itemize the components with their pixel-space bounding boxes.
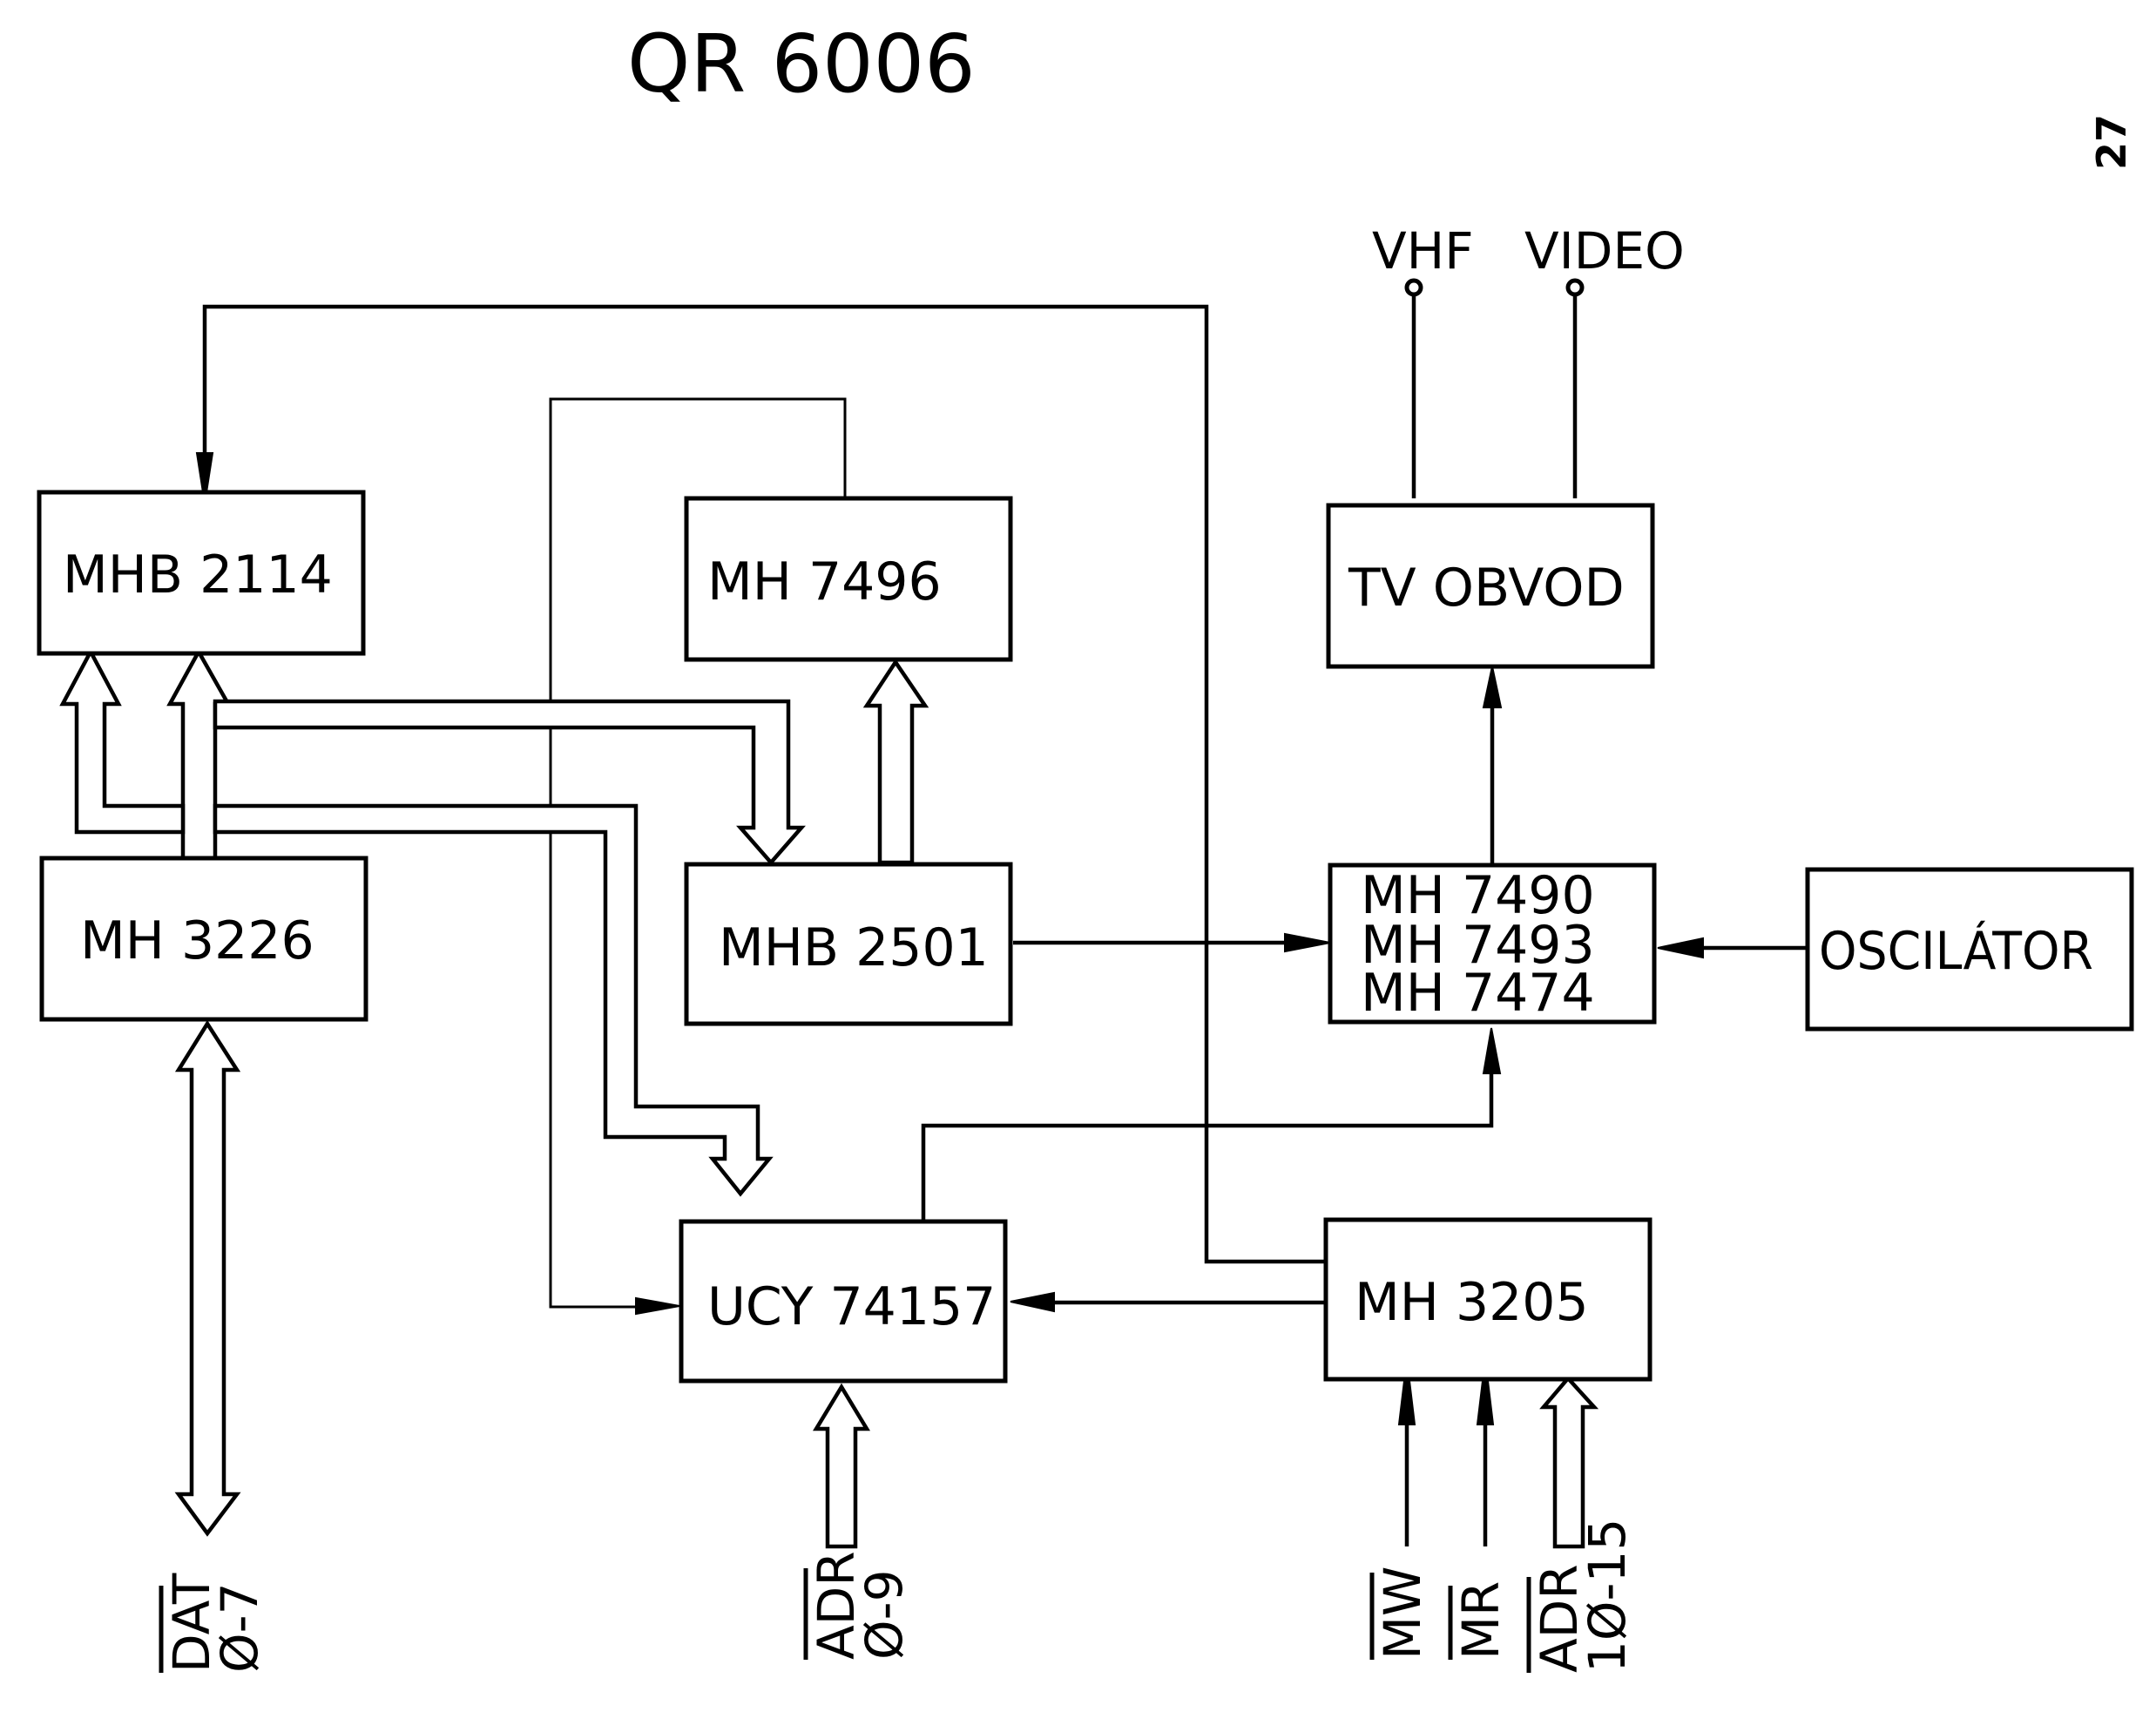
block-mh3226-label: MH 3226 [80,910,314,971]
vhf-terminal [1404,278,1423,297]
bus-to-mhb2501 [213,699,806,866]
block-counters-label-2: MH 7493 [1361,915,1595,976]
signal-mw: MW [1369,1567,1432,1660]
block-tv-obvod[interactable]: TV OBVOD [1326,503,1655,669]
arrow-into-counters-bottom [1482,1027,1502,1074]
wire-mh7496-to-ucy74157 [549,397,847,1309]
block-counters-label-3: MH 7474 [1361,963,1595,1024]
block-mhb2114[interactable]: MHB 2114 [37,490,366,656]
adr-high-range: 1Ø-15 [1578,1519,1637,1673]
signal-adr-low: ADR Ø-9 [803,1551,914,1660]
bus-to-ucy74157-outer [213,803,774,1197]
vhf-label: VHF [1372,221,1474,281]
wire-ucy74157-to-counters [921,1067,1494,1220]
block-tv-obvod-label: TV OBVOD [1348,558,1625,619]
block-mhb2114-label: MHB 2114 [63,545,333,606]
mr-label: MR [1451,1581,1511,1660]
arrow-into-mhb2114 [195,452,214,493]
video-label: VIDEO [1524,221,1685,281]
bus-adr-high [1539,1375,1599,1549]
wire-mh3205-to-mhb2114 [202,304,1324,1264]
bus-adr-low [813,1383,870,1549]
signal-mr: MR [1448,1581,1511,1660]
block-mh3205-label: MH 3205 [1355,1272,1589,1333]
diagram-title: QR 6006 [627,17,976,111]
arrow-into-counters-right [1657,937,1704,959]
block-counters[interactable]: MH 7490 MH 7493 MH 7474 [1328,863,1657,1025]
bus-mhb2501-to-mh7496 [862,658,929,865]
adr-high-name: ADR [1530,1564,1589,1673]
block-oscilator[interactable]: OSCILÁTOR [1805,867,2134,1032]
signal-dat: DAT Ø-7 [159,1573,269,1673]
block-mh3226[interactable]: MH 3226 [39,856,368,1022]
arrow-into-ucy74157-left [635,1296,680,1316]
block-mh7496[interactable]: MH 7496 [684,496,1013,662]
signal-adr-high: ADR 1Ø-15 [1526,1519,1637,1673]
bus-mhb2114-to-ucy74157 [59,647,186,835]
arrow-into-ucy74157-right [1010,1291,1055,1313]
bus-mh3226-dat [174,1019,241,1537]
arrow-into-tv [1482,666,1503,708]
video-terminal [1565,278,1585,297]
dat-range: Ø-7 [210,1583,269,1673]
block-ucy74157-label: UCY 74157 [707,1276,996,1337]
arrow-mr [1476,1380,1495,1425]
block-mhb2501[interactable]: MHB 2501 [684,862,1013,1026]
adr-low-name: ADR [807,1551,866,1660]
dat-name: DAT [162,1573,221,1673]
arrow-into-counters-left [1284,932,1331,953]
block-oscilator-label: OSCILÁTOR [1819,920,2093,982]
block-counters-label-1: MH 7490 [1361,865,1595,926]
page-number: 27 [2088,114,2135,170]
block-mh7496-label: MH 7496 [707,551,942,612]
mw-label: MW [1373,1567,1432,1660]
adr-low-range: Ø-9 [855,1570,914,1660]
block-ucy74157[interactable]: UCY 74157 [679,1219,1008,1384]
arrow-mw [1397,1380,1416,1425]
block-mhb2501-label: MHB 2501 [719,917,989,978]
block-mh3205[interactable]: MH 3205 [1323,1217,1652,1382]
